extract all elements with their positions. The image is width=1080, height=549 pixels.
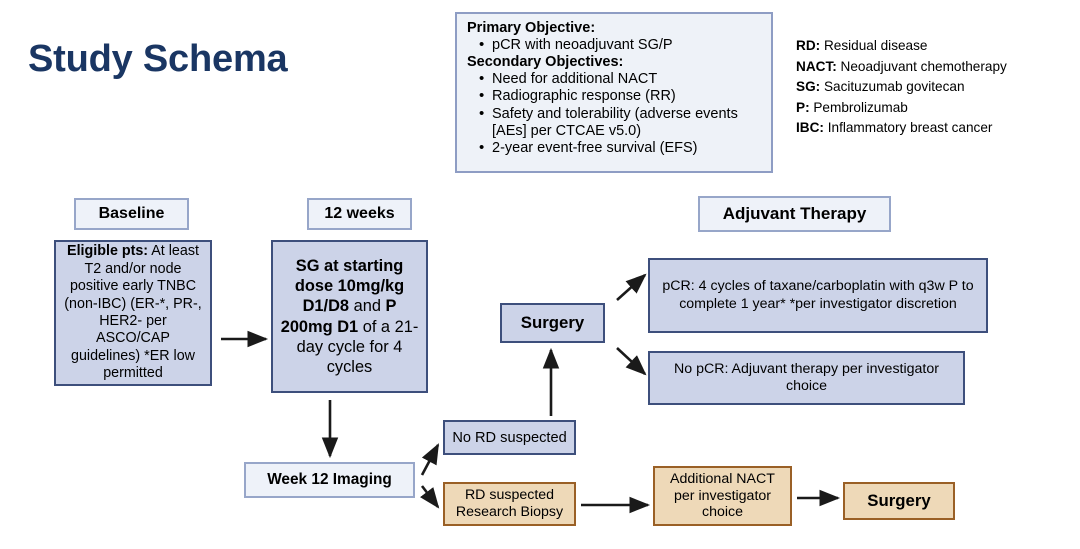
- treatment-seg-1: SG at starting dose 10mg/kg D1/D8: [294, 256, 405, 316]
- primary-objective-heading: Primary Objective:: [467, 20, 596, 36]
- box-no-pcr-adjuvant: No pCR: Adjuvant therapy per investigato…: [648, 351, 965, 405]
- arrow-imaging-to-rd-suspected: [420, 485, 440, 509]
- list-item: Radiographic response (RR): [479, 87, 763, 105]
- arrow-imaging-to-no-rd: [420, 443, 440, 476]
- box-surgery-middle: Surgery: [500, 303, 605, 343]
- legend-row: RD: Residual disease: [796, 36, 1066, 57]
- treatment-seg-3: P 200mg D1: [280, 297, 397, 336]
- secondary-objective-list: Need for additional NACT Radiographic re…: [467, 70, 763, 157]
- box-eligible-patients: Eligible pts: At least T2 and/or node po…: [54, 240, 212, 386]
- legend-row: IBC: Inflammatory breast cancer: [796, 118, 1066, 139]
- box-surgery-end: Surgery: [843, 482, 955, 520]
- arrow-surgery-to-no-pcr: [616, 347, 647, 376]
- list-item: Need for additional NACT: [479, 70, 763, 88]
- legend-abbr: P:: [796, 99, 810, 115]
- box-week-12-imaging: Week 12 Imaging: [244, 462, 415, 498]
- secondary-objectives-heading: Secondary Objectives:: [467, 54, 624, 71]
- box-treatment-regimen: SG at starting dose 10mg/kg D1/D8 and P …: [271, 240, 428, 393]
- eligible-label: Eligible pts:: [67, 243, 149, 260]
- objectives-panel: Primary Objective: pCR with neoadjuvant …: [455, 12, 773, 173]
- legend-definition: Neoadjuvant chemotherapy: [836, 58, 1007, 74]
- legend-abbr: RD:: [796, 38, 821, 53]
- abbreviations-legend: RD: Residual disease NACT: Neoadjuvant c…: [796, 36, 1066, 139]
- eligible-text: At least T2 and/or node positive early T…: [64, 243, 202, 382]
- list-item: pCR with neoadjuvant SG/P: [479, 36, 763, 54]
- list-item: 2-year event-free survival (EFS): [479, 139, 763, 157]
- box-rd-suspected-research-biopsy: RD suspected Research Biopsy: [443, 482, 576, 526]
- stage-header-12-weeks: 12 weeks: [307, 198, 412, 230]
- box-no-rd-suspected: No RD suspected: [443, 420, 576, 455]
- primary-objective-list: pCR with neoadjuvant SG/P: [467, 36, 763, 54]
- legend-definition: Sacituzumab govitecan: [820, 79, 965, 95]
- legend-row: NACT: Neoadjuvant chemotherapy: [796, 57, 1066, 78]
- legend-definition: Residual disease: [820, 38, 928, 53]
- box-additional-nact: Additional NACT per investigator choice: [653, 466, 792, 526]
- legend-row: P: Pembrolizumab: [796, 98, 1066, 119]
- legend-definition: Pembrolizumab: [809, 99, 908, 115]
- legend-abbr: IBC:: [796, 120, 824, 136]
- legend-abbr: SG:: [796, 79, 821, 95]
- stage-header-baseline: Baseline: [74, 198, 189, 230]
- treatment-seg-4: of a 21-day cycle for 4 cycles: [296, 317, 419, 376]
- arrow-surgery-to-pcr: [616, 273, 647, 301]
- treatment-seg-2: and: [349, 297, 386, 316]
- list-item: Safety and tolerability (adverse events …: [479, 105, 763, 140]
- page-title: Study Schema: [28, 38, 288, 80]
- stage-header-adjuvant-therapy: Adjuvant Therapy: [698, 196, 891, 232]
- legend-definition: Inflammatory breast cancer: [823, 120, 993, 136]
- legend-row: SG: Sacituzumab govitecan: [796, 77, 1066, 98]
- box-pcr-adjuvant: pCR: 4 cycles of taxane/carboplatin with…: [648, 258, 988, 333]
- legend-abbr: NACT:: [796, 58, 837, 74]
